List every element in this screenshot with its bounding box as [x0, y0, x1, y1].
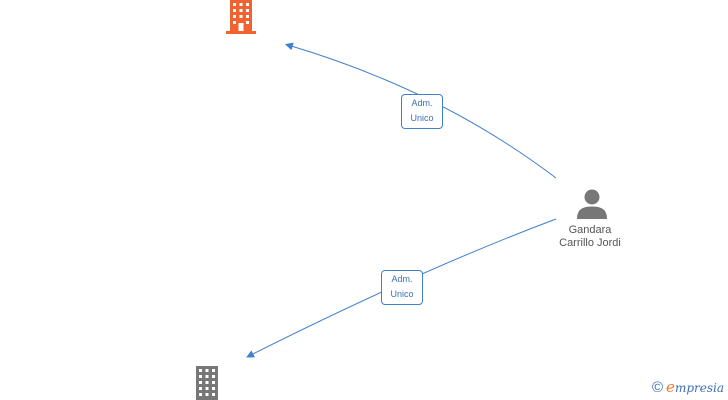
- edge-label-top[interactable]: Adm. Unico: [401, 94, 443, 129]
- brand-wordmark: empresia: [666, 378, 724, 396]
- person-name-line2: Carrillo Jordi: [559, 237, 621, 249]
- company-building-icon-bottom[interactable]: [190, 366, 224, 400]
- brand-wordmark-initial: e: [666, 378, 675, 396]
- edge-label-bottom-line2: Unico: [390, 289, 414, 299]
- person-name-line1: Gandara: [568, 224, 612, 236]
- edge-label-top-line2: Unico: [410, 113, 434, 123]
- person-name-label[interactable]: Gandara Carrillo Jordi: [535, 224, 645, 250]
- company-building-icon-top[interactable]: [224, 0, 258, 34]
- edge-label-top-line1: Adm.: [411, 98, 433, 108]
- brand-watermark: © empresia: [652, 378, 724, 396]
- copyright-icon: ©: [651, 378, 664, 396]
- edge-label-bottom-line1: Adm.: [391, 274, 413, 284]
- brand-wordmark-rest: mpresia: [674, 381, 724, 395]
- edge-label-bottom[interactable]: Adm. Unico: [381, 270, 423, 305]
- person-icon[interactable]: [574, 188, 610, 220]
